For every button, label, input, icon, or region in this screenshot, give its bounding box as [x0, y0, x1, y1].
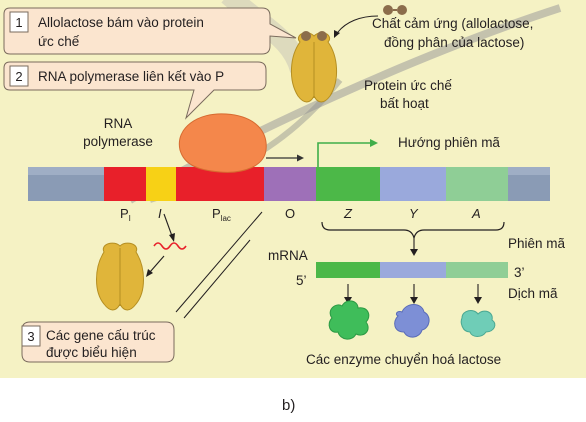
callout-3-text-2: được biểu hiện [46, 345, 137, 360]
callout-3-text: Các gene cấu trúc [46, 328, 156, 343]
mrna-label: mRNA [268, 248, 308, 263]
translation-arrowhead-z [344, 297, 352, 304]
label-a: A [471, 206, 481, 221]
callout-2 [3, 61, 267, 120]
enzyme-a-shape [460, 310, 496, 337]
inactive-repressor-label-line1: Protein ức chế [364, 78, 452, 93]
i-gene-arrow [163, 213, 173, 237]
inducer-arrow [337, 15, 379, 33]
inducer-molecule [397, 5, 407, 15]
label-z: Z [343, 206, 353, 221]
label-o: O [285, 206, 295, 221]
rna-polymerase-shape [178, 113, 267, 173]
inducer-label-line2: đồng phân của lactose) [384, 35, 524, 50]
callout-3-pointer-2 [183, 239, 251, 319]
mrna-y [380, 262, 446, 278]
transcription-start-arrowhead [370, 139, 378, 147]
region-plac [176, 167, 264, 201]
label-plac: Plac [212, 206, 231, 223]
callout-3-pointer [175, 211, 263, 313]
region-a [446, 167, 508, 201]
inducer-molecule-on-repressor [301, 31, 311, 41]
inactive-repressor-label-line2: bất hoạt [380, 96, 429, 111]
translation-arrowhead-a [474, 297, 482, 304]
transcription-step-label: Phiên mã [508, 236, 566, 251]
translate-repressor-arrow [149, 255, 165, 273]
transcription-start-arrow [317, 142, 372, 167]
translation-arrowhead-y [410, 297, 418, 304]
inducer-arrowhead [334, 30, 340, 38]
callout-3-number-box [21, 325, 41, 347]
figure-caption: b) [282, 397, 295, 414]
transcription-arrowhead [410, 249, 418, 256]
enzyme-z-shape [328, 300, 370, 340]
mrna-a [446, 262, 508, 278]
region-o [264, 167, 316, 201]
enzyme-y-shape [394, 304, 430, 338]
rna-polymerase-label-line1: RNA [104, 116, 133, 131]
translate-repressor-arrowhead [146, 269, 153, 277]
callout-1-number: 1 [15, 15, 22, 30]
label-y: Y [409, 206, 419, 221]
translation-step-label: Dịch mã [508, 286, 558, 301]
callout-2-text: RNA polymerase liên kết vào P [38, 69, 224, 84]
callout-3-number: 3 [27, 329, 34, 344]
polymerase-move-arrowhead [297, 154, 304, 162]
label-i: I [158, 206, 162, 221]
region-z [316, 167, 380, 201]
callout-2-number: 2 [15, 69, 22, 84]
callout-2-number-box [9, 65, 29, 87]
enzymes-label: Các enzyme chuyển hoá lactose [306, 352, 501, 367]
region-i [146, 167, 176, 201]
transcription-direction-label: Hướng phiên mã [398, 135, 500, 150]
mrna-three-prime: 3’ [514, 265, 525, 280]
callout-1 [3, 7, 297, 55]
mrna-five-prime: 5’ [296, 273, 307, 288]
inducer-molecule-on-repressor [317, 31, 327, 41]
i-gene-arrowhead [169, 233, 175, 242]
callout-1-text: Allolactose bám vào protein [38, 15, 204, 30]
label-pi: PI [120, 206, 131, 223]
region-pi [104, 167, 146, 201]
repressor-mrna-squiggle [153, 242, 187, 250]
callout-1-number-box [9, 11, 29, 33]
inducer-molecule [383, 5, 393, 15]
region-y [380, 167, 446, 201]
callout-1-text-2: ức chế [38, 34, 80, 49]
rna-polymerase-label-line2: polymerase [83, 134, 153, 149]
inducer-label-line1: Chất cảm ứng (allolactose, [372, 16, 533, 31]
mrna-z [316, 262, 380, 278]
